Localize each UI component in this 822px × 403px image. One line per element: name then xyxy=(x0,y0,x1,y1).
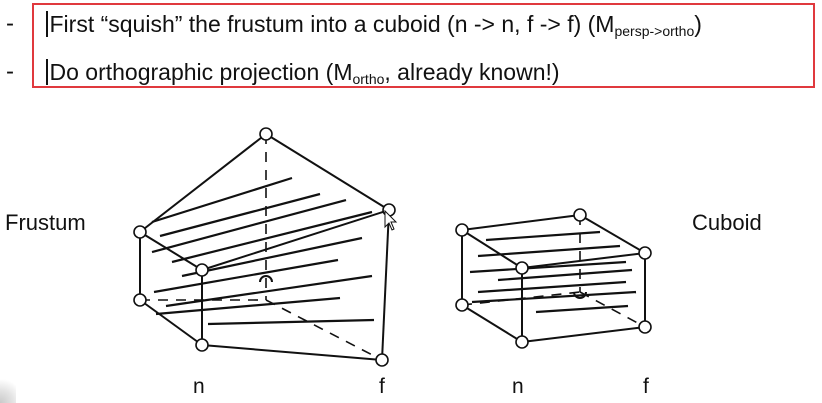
cuboid-hidden-edge xyxy=(579,291,646,328)
cuboid-vertices xyxy=(455,208,652,349)
frustum-hidden-edge xyxy=(265,299,383,361)
frustum-near-label: n xyxy=(193,375,205,398)
frustum-edges xyxy=(139,133,390,361)
text-cursor xyxy=(46,59,48,85)
text-cursor xyxy=(46,11,48,37)
frustum-figure xyxy=(133,127,398,367)
corner-shadow xyxy=(0,375,16,403)
hidden-vertex-mark xyxy=(573,291,587,299)
hidden-vertex-mark xyxy=(259,275,273,283)
frustum-vertices xyxy=(133,127,396,367)
matrix-subscript: ortho xyxy=(352,71,385,87)
bullet-2-text-main: Do orthographic projection (M xyxy=(49,59,353,85)
bullet-1-text-end: ) xyxy=(694,11,702,37)
cuboid-label: Cuboid xyxy=(692,210,762,235)
cursor-arrow-icon xyxy=(384,209,398,231)
highlight-box xyxy=(32,3,815,88)
bullet-dash: - xyxy=(6,10,14,37)
bullet-dash: - xyxy=(6,58,14,85)
bullet-text-2: Do orthographic projection (Mortho, alre… xyxy=(46,58,560,93)
bullet-text-1: First “squish” the frustum into a cuboid… xyxy=(46,10,702,45)
frustum-slab-lines xyxy=(151,176,375,326)
cuboid-near-label: n xyxy=(512,375,524,398)
bullet-2-text-end: , already known!) xyxy=(384,59,560,85)
bullet-1-text-main: First “squish” the frustum into a cuboid… xyxy=(49,11,615,37)
cuboid-slab-lines xyxy=(469,230,637,314)
frustum-label: Frustum xyxy=(5,210,86,235)
cuboid-edges xyxy=(461,214,646,343)
cuboid-figure xyxy=(455,208,652,349)
cuboid-far-label: f xyxy=(643,375,649,398)
matrix-subscript: persp->ortho xyxy=(614,23,695,39)
frustum-far-label: f xyxy=(379,375,385,398)
